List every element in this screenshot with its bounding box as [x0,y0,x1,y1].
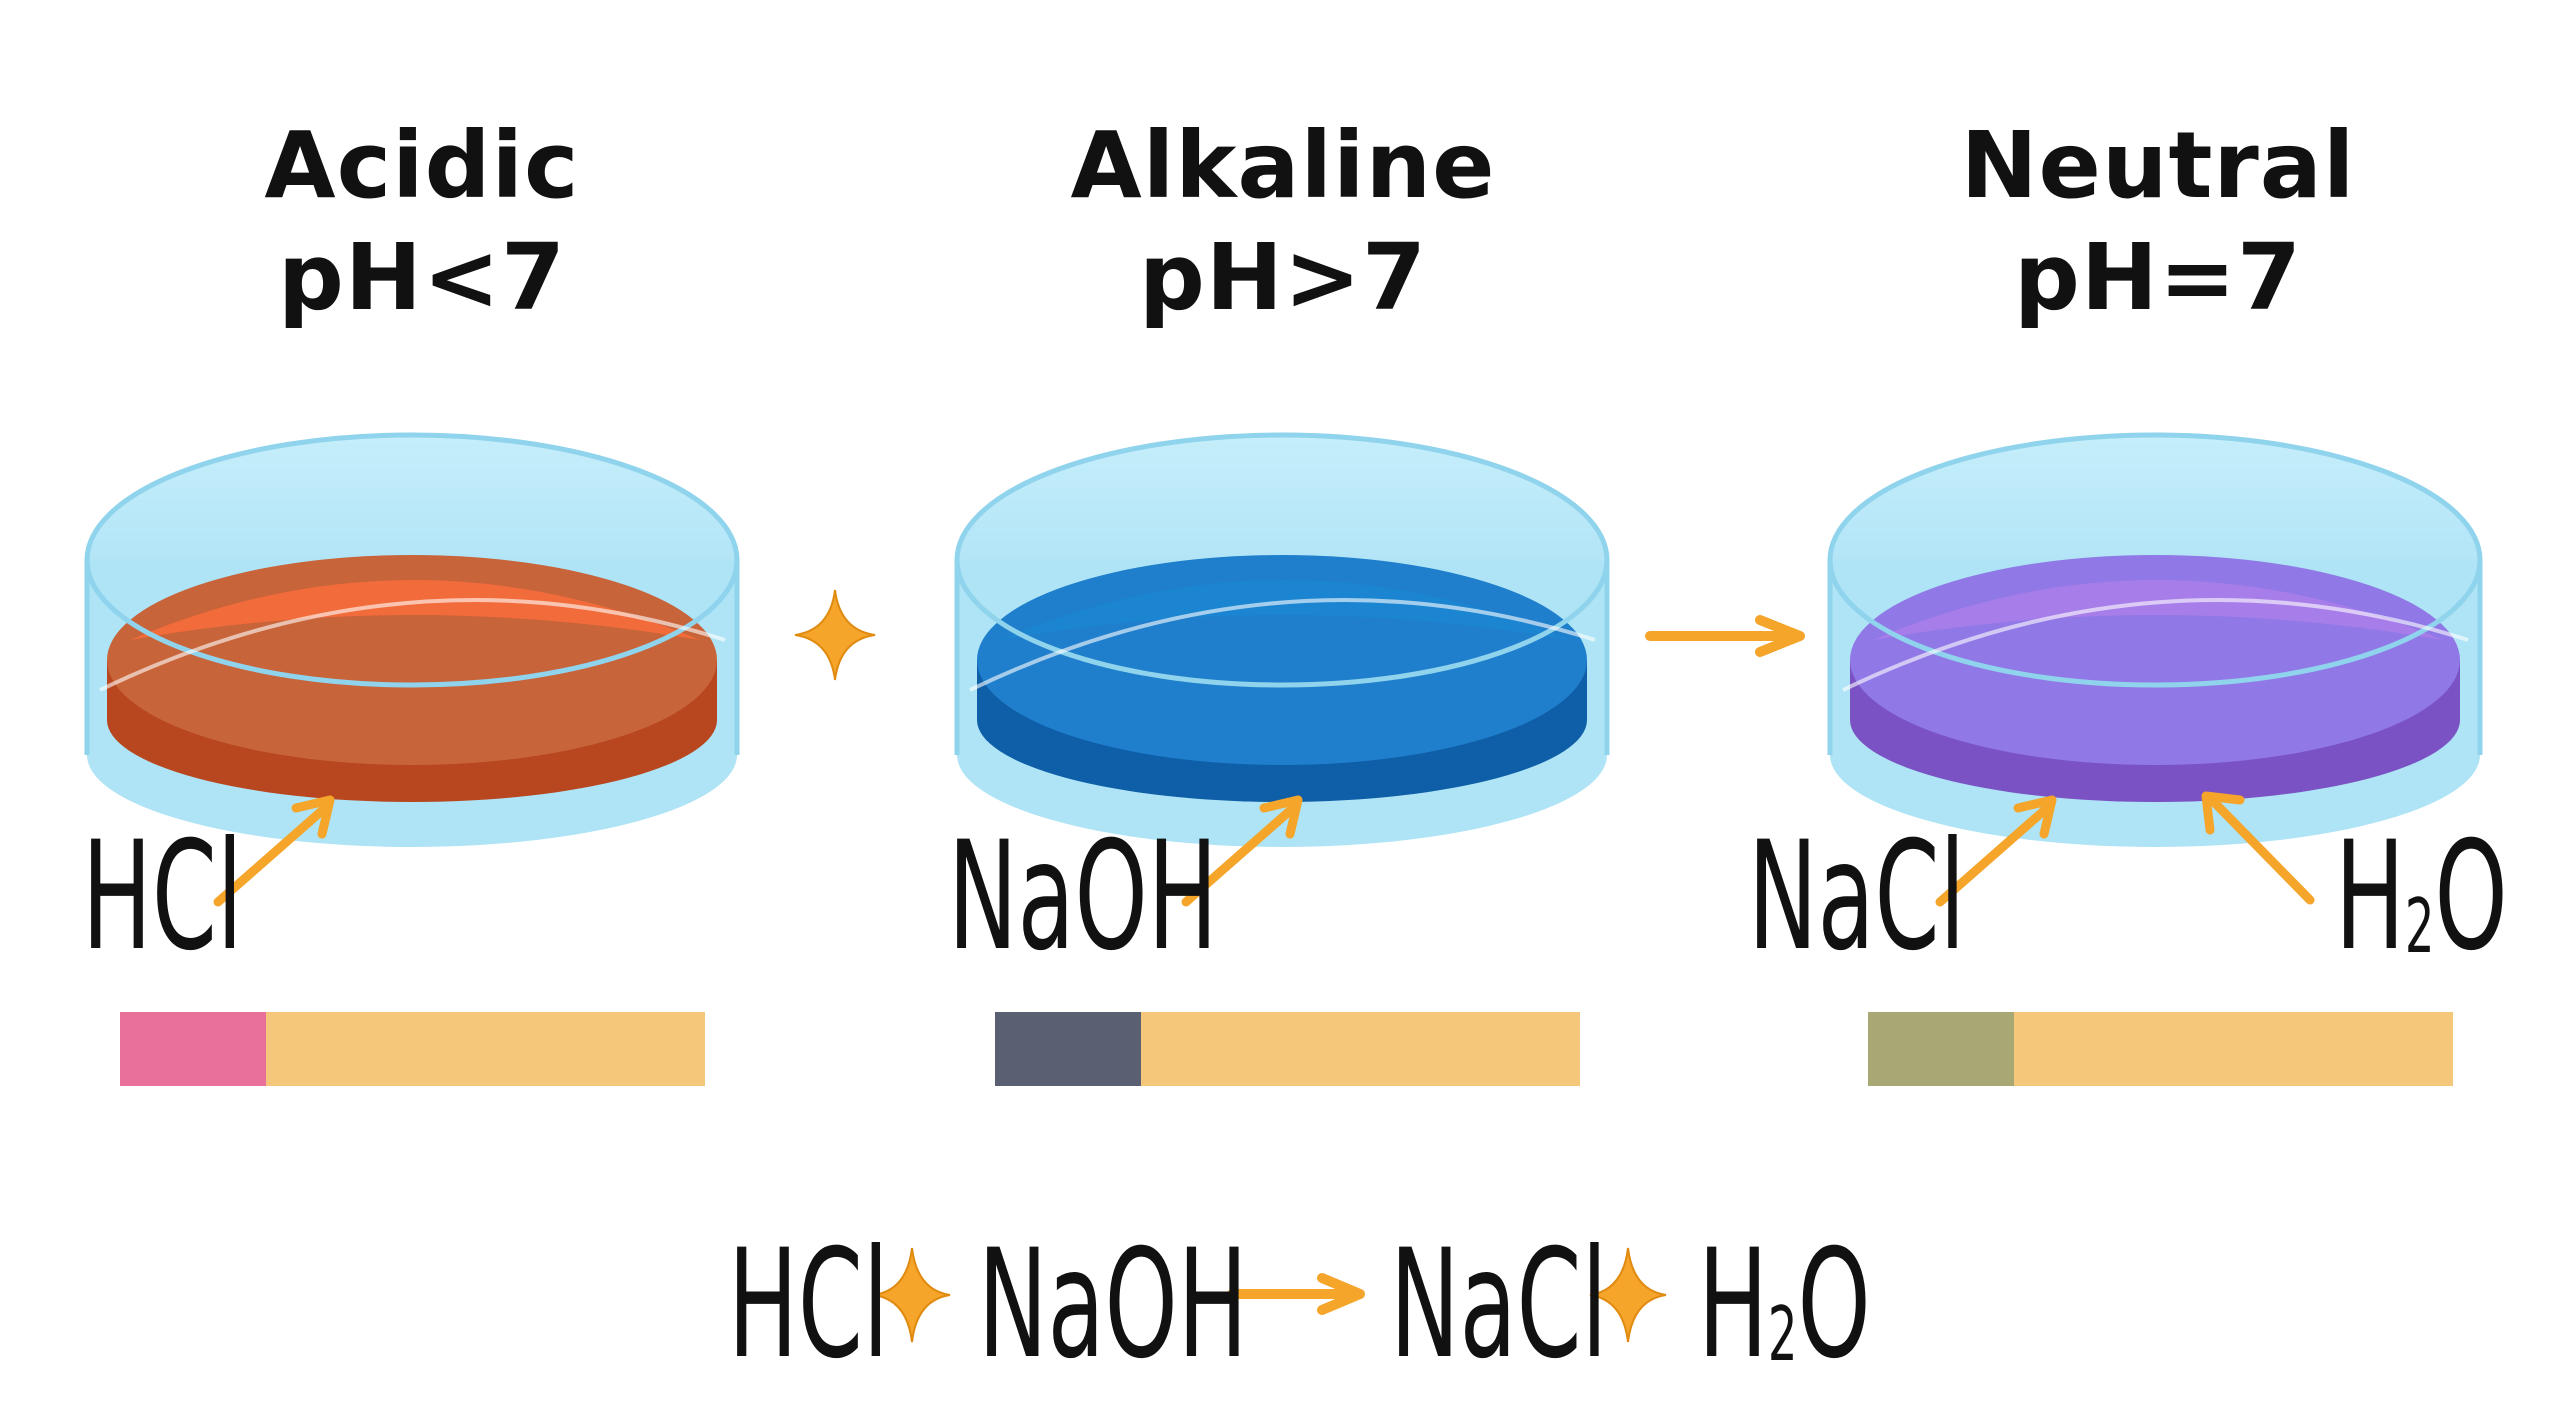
equation-product-2: H2O [1698,1230,1871,1380]
alkaline-strip-paper [1141,1012,1580,1086]
equation-product-2-h: H [1698,1218,1768,1392]
neutral-liquid [1850,555,2460,802]
neutral-ph-label: pH=7 [2014,224,2302,331]
h2o-label: H2O [2335,822,2508,972]
equation-plus-1-icon [873,1247,951,1343]
acidic-liquid [107,555,717,802]
equation-arrow-icon [1227,1273,1365,1315]
hcl-label-text: HCl [82,810,243,984]
plus-operator-icon [794,589,876,681]
nacl-pointer-arrow-icon [1935,795,2057,907]
alkaline-liquid-highlight [1000,580,1570,640]
h2o-pointer-arrow-icon [2201,791,2315,905]
naoh-pointer-arrow-icon [1181,795,1303,907]
h2o-label-sub: 2 [2404,881,2435,970]
acidic-title: Acidic pH<7 [42,110,802,334]
alkaline-ph-label: pH>7 [1139,224,1427,331]
acidic-liquid-highlight [130,580,700,640]
equation-product-2-sub: 2 [1767,1289,1798,1378]
alkaline-dish [954,432,1610,847]
equation-plus-2-icon [1589,1247,1667,1343]
equation-reactant-1-text: HCl [728,1218,889,1392]
alkaline-ph-strip [995,1012,1580,1086]
acidic-ph-strip [120,1012,705,1086]
acidic-title-label: Acidic [264,112,580,219]
neutral-strip-indicator [1868,1012,2014,1086]
neutral-liquid-highlight [1873,580,2443,640]
equation-reactant-2-text: NaOH [978,1218,1248,1392]
naoh-label: NaOH [948,822,1218,972]
nacl-label: NaCl [1748,822,1965,972]
naoh-label-text: NaOH [948,810,1218,984]
neutral-dish [1827,432,2483,847]
equation-product-1-text: NaCl [1390,1218,1608,1392]
neutral-title: Neutral pH=7 [1778,110,2538,334]
h2o-label-h: H [2335,810,2405,984]
equation-product-1: NaCl [1390,1230,1607,1380]
neutral-ph-strip [1868,1012,2453,1086]
equation-product-2-o: O [1797,1218,1871,1392]
alkaline-liquid [977,555,1587,802]
acidic-strip-paper [266,1012,705,1086]
nacl-label-text: NaCl [1748,810,1966,984]
equation-reactant-1: HCl [728,1230,889,1380]
alkaline-title: Alkaline pH>7 [903,110,1663,334]
alkaline-strip-indicator [995,1012,1141,1086]
h2o-label-o: O [2434,810,2508,984]
reaction-arrow-icon [1645,615,1805,657]
hcl-pointer-arrow-icon [213,795,335,907]
alkaline-title-label: Alkaline [1070,112,1496,219]
neutral-strip-paper [2014,1012,2453,1086]
acidic-strip-indicator [120,1012,266,1086]
acidic-ph-label: pH<7 [278,224,566,331]
neutral-title-label: Neutral [1960,112,2356,219]
acidic-dish [84,432,740,847]
hcl-label: HCl [82,822,243,972]
equation-reactant-2: NaOH [978,1230,1248,1380]
